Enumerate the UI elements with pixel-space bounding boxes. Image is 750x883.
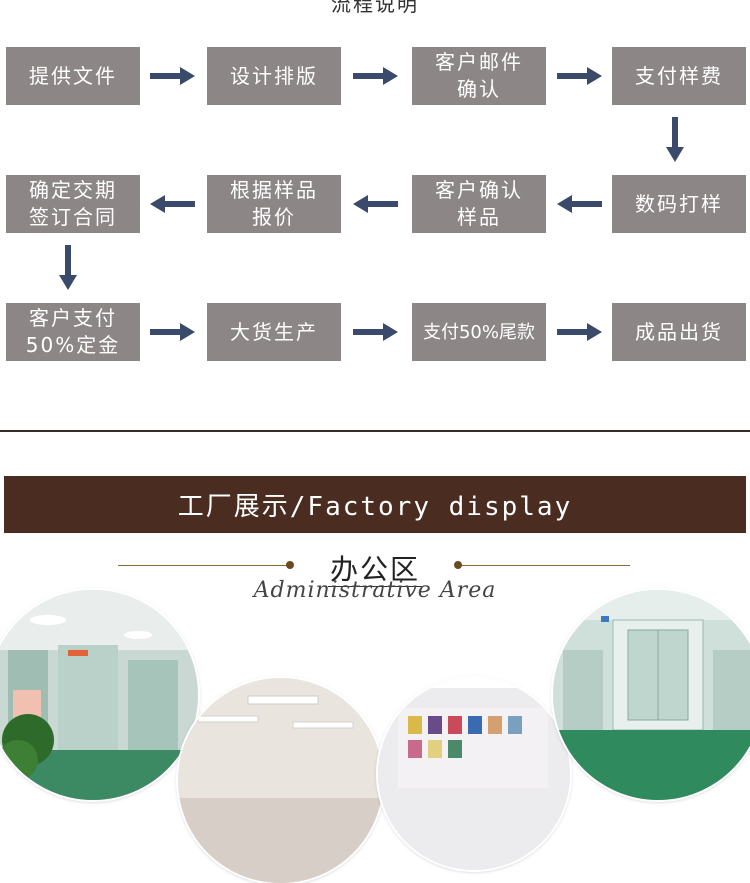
arrow-left-icon: [557, 195, 602, 213]
office-photo-illustration: [0, 590, 198, 800]
flow-step-3: 客户邮件确认: [412, 47, 546, 105]
flow-step-7: 根据样品报价: [207, 175, 341, 233]
flow-step-1: 提供文件: [6, 47, 140, 105]
flow-step-label: 支付50%尾款: [422, 321, 535, 343]
flow-step-label: 客户邮件确认: [435, 50, 523, 101]
flow-step-label: 客户确认样品: [435, 178, 523, 229]
arrow-down-icon: [59, 245, 77, 290]
office-photo-illustration: [553, 590, 750, 800]
flow-step-12: 成品出货: [612, 303, 746, 361]
flow-step-9: 客户支付50%定金: [6, 303, 140, 361]
flow-step-11: 支付50%尾款: [412, 303, 546, 361]
decorative-dot-right: [454, 561, 462, 569]
decorative-line-right: [460, 565, 630, 566]
office-photo-3: [378, 678, 570, 870]
page-title: 流程说明: [331, 0, 419, 16]
office-photo-4: [553, 590, 750, 800]
arrow-right-icon: [353, 323, 398, 341]
factory-display-banner: 工厂展示/Factory display: [4, 476, 746, 533]
arrow-right-icon: [150, 67, 195, 85]
flow-step-label: 根据样品报价: [230, 178, 318, 229]
arrow-right-icon: [557, 67, 602, 85]
office-photo-illustration: [178, 678, 383, 883]
decorative-dot-left: [286, 561, 294, 569]
flow-step-label: 支付样费: [635, 63, 723, 88]
flow-step-5: 数码打样: [612, 175, 746, 233]
flow-step-label: 提供文件: [29, 63, 117, 88]
arrow-left-icon: [353, 195, 398, 213]
flow-step-8: 确定交期签订合同: [6, 175, 140, 233]
arrow-right-icon: [150, 323, 195, 341]
arrow-right-icon: [353, 67, 398, 85]
flow-step-label: 确定交期签订合同: [29, 178, 117, 229]
flow-step-2: 设计排版: [207, 47, 341, 105]
flow-step-label: 设计排版: [230, 63, 318, 88]
arrow-down-icon: [666, 117, 684, 162]
flow-step-label: 客户支付50%定金: [25, 306, 121, 357]
flow-step-label: 大货生产: [230, 319, 318, 344]
office-photo-2: [178, 678, 383, 883]
banner-label: 工厂展示/Factory display: [177, 492, 573, 522]
flow-step-label: 成品出货: [635, 319, 723, 344]
decorative-line-left: [118, 565, 288, 566]
arrow-left-icon: [150, 195, 195, 213]
section-title: 办公区: [0, 548, 750, 588]
flow-step-6: 客户确认样品: [412, 175, 546, 233]
office-photo-1: [0, 590, 198, 800]
flow-step-4: 支付样费: [612, 47, 746, 105]
flow-step-10: 大货生产: [207, 303, 341, 361]
section-title-text: 办公区: [327, 553, 422, 587]
arrow-right-icon: [557, 323, 602, 341]
section-subtitle: Administrative Area: [253, 578, 497, 603]
office-photo-illustration: [378, 678, 570, 870]
section-divider: [0, 430, 750, 432]
flow-step-label: 数码打样: [635, 191, 723, 216]
